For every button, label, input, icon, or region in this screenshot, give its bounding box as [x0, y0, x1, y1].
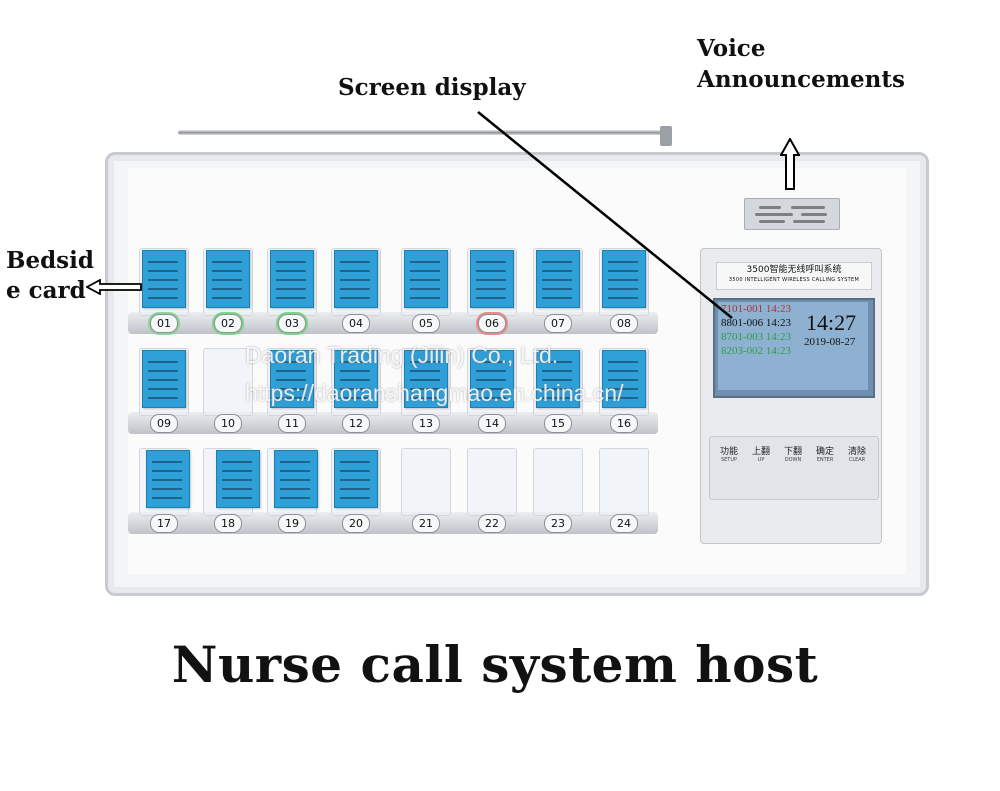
grille-slot [793, 220, 825, 223]
watermark-company: Daoran Trading (Jilin) Co., Ltd. [245, 342, 559, 368]
bed-number-button[interactable]: 17 [150, 514, 178, 533]
lcd-screen: 7101-001 14:23 8801-006 14:23 8701-003 1… [718, 302, 868, 390]
keypad [709, 436, 879, 500]
bedside-card[interactable] [602, 250, 646, 308]
bed-number-button[interactable]: 03 [278, 314, 306, 333]
bed-number-button[interactable]: 14 [478, 414, 506, 433]
lcd-time: 14:27 [806, 310, 857, 335]
bedside-card[interactable] [334, 250, 378, 308]
bed-number-button[interactable]: 19 [278, 514, 306, 533]
bed-number-button[interactable]: 05 [412, 314, 440, 333]
bed-number-button[interactable]: 15 [544, 414, 572, 433]
grille-slot [791, 206, 825, 209]
bed-number-button[interactable]: 04 [342, 314, 370, 333]
bedside-card[interactable] [270, 350, 314, 408]
screen-pointer-line [477, 111, 733, 319]
lcd-date: 2019-08-27 [804, 336, 856, 348]
bed-number-button[interactable]: 22 [478, 514, 506, 533]
antenna [178, 130, 672, 135]
bed-number-button[interactable]: 01 [150, 314, 178, 333]
bedside-card[interactable] [206, 250, 250, 308]
bed-number-button[interactable]: 10 [214, 414, 242, 433]
bedside-card-label: Bedsid e card [6, 246, 116, 306]
bed-number-button[interactable]: 18 [214, 514, 242, 533]
bed-number-button[interactable]: 06 [478, 314, 506, 333]
bedside-card[interactable] [334, 350, 378, 408]
card-holder [401, 448, 451, 516]
bedside-card[interactable] [274, 450, 318, 508]
panel-key-sublabel: DOWN [784, 457, 802, 463]
bedside-card[interactable] [216, 450, 260, 508]
bed-number-button[interactable]: 11 [278, 414, 306, 433]
antenna-tip [660, 126, 672, 146]
model-cn: 3500智能无线呼叫系统 [746, 265, 842, 275]
grille-slot [759, 206, 781, 209]
bed-number-button[interactable]: 23 [544, 514, 572, 533]
bedside-card[interactable] [404, 250, 448, 308]
bed-number-button[interactable]: 08 [610, 314, 638, 333]
bed-number-button[interactable]: 07 [544, 314, 572, 333]
panel-key-label: 功能 [719, 447, 738, 457]
bedside-label-line1: Bedsid [6, 247, 94, 274]
model-en: 3500 INTELLIGENT WIRELESS CALLING SYSTEM [728, 277, 860, 283]
bedside-label-line2: e card [6, 277, 86, 304]
bed-number-button[interactable]: 16 [610, 414, 638, 433]
bedside-card[interactable] [470, 350, 514, 408]
bedside-card[interactable] [404, 350, 448, 408]
bedside-card[interactable] [142, 350, 186, 408]
panel-key-sublabel: SETUP [720, 457, 738, 463]
bedside-card[interactable] [270, 250, 314, 308]
bedside-card[interactable] [536, 350, 580, 408]
card-holder [467, 448, 517, 516]
bedside-card[interactable] [470, 250, 514, 308]
bedside-card[interactable] [334, 450, 378, 508]
voice-announcements-label: Voice Announcements [697, 33, 905, 95]
model-plate: 3500智能无线呼叫系统 3500 INTELLIGENT WIRELESS C… [716, 262, 872, 290]
bed-number-button[interactable]: 24 [610, 514, 638, 533]
bedside-card[interactable] [146, 450, 190, 508]
bedside-card[interactable] [602, 350, 646, 408]
bed-number-button[interactable]: 13 [412, 414, 440, 433]
lcd-call-line: 7101-001 14:23 [721, 303, 791, 315]
grille-slot [759, 220, 785, 223]
card-holder [533, 448, 583, 516]
card-rail [128, 412, 658, 434]
bed-number-button[interactable]: 02 [214, 314, 242, 333]
bedside-card[interactable] [142, 250, 186, 308]
panel-key-label: 清除 [847, 447, 866, 457]
panel-key-label: 确定 [815, 447, 834, 457]
card-holder [599, 448, 649, 516]
bedside-card[interactable] [536, 250, 580, 308]
lcd-call-line: 8801-006 14:23 [721, 317, 791, 329]
bed-number-button[interactable]: 12 [342, 414, 370, 433]
card-rail [128, 312, 658, 334]
bed-number-button[interactable]: 09 [150, 414, 178, 433]
panel-key-label: 下翻 [783, 447, 802, 457]
lcd-call-line: 8203-002 14:23 [721, 345, 791, 357]
screen-display-label: Screen display [338, 74, 526, 101]
bed-number-button[interactable]: 20 [342, 514, 370, 533]
watermark-url: https://daoranshangmao.en.china.cn/ [245, 380, 624, 406]
grille-slot [755, 213, 793, 216]
arrow-left-icon [86, 279, 142, 295]
panel-key-sublabel: CLEAR [848, 457, 866, 463]
card-rail [128, 512, 658, 534]
bed-number-button[interactable]: 21 [412, 514, 440, 533]
arrow-up-icon [780, 138, 800, 190]
voice-label-line1: Voice [697, 35, 766, 62]
lcd-call-line: 8701-003 14:23 [721, 331, 791, 343]
voice-label-line2: Announcements [697, 66, 905, 93]
speaker-grille [744, 198, 840, 230]
caption: Nurse call system host [171, 635, 819, 694]
panel-key-sublabel: ENTER [816, 457, 834, 463]
grille-slot [801, 213, 827, 216]
panel-key-label: 上翻 [751, 447, 770, 457]
panel-key-sublabel: UP [757, 457, 765, 463]
